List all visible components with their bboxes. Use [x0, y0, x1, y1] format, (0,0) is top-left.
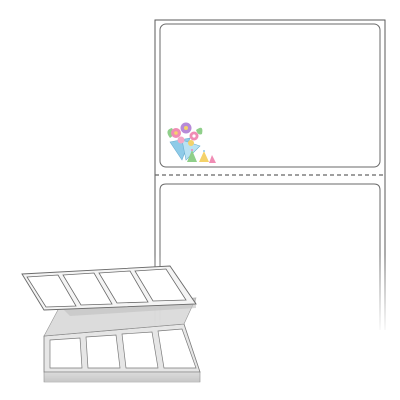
- stack-top-labels: [49, 328, 197, 369]
- label-sheet: [150, 19, 390, 335]
- raised-labels: [26, 268, 187, 308]
- label-bottom: [159, 183, 381, 330]
- flag-icon: [187, 150, 197, 162]
- stack-layers: [43, 371, 201, 383]
- label-top: [159, 23, 381, 168]
- bouquet-graphic: [167, 122, 216, 163]
- fanfold-stack: [21, 265, 201, 383]
